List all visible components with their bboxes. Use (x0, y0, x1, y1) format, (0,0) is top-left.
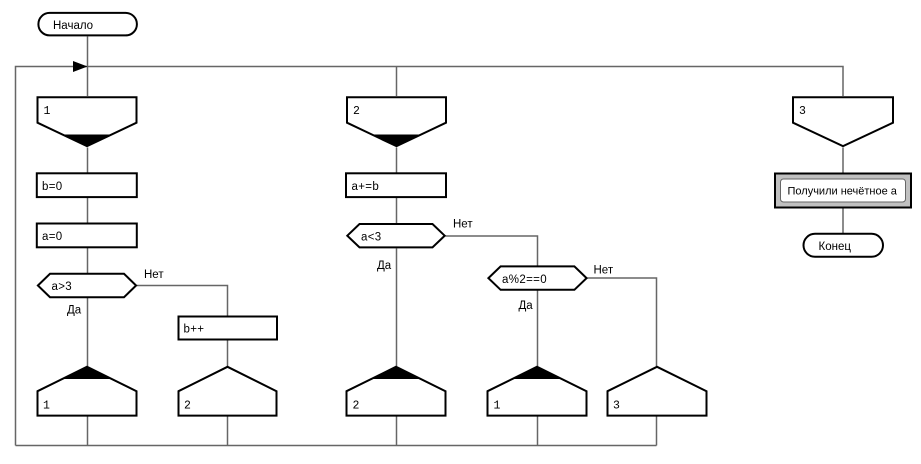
svg-text:3: 3 (799, 105, 806, 118)
svg-text:Нет: Нет (453, 219, 473, 231)
svg-text:2: 2 (184, 400, 191, 413)
svg-text:b++: b++ (184, 324, 205, 336)
svg-text:a=0: a=0 (42, 231, 63, 243)
svg-text:Да: Да (519, 300, 534, 312)
svg-text:Конец: Конец (819, 241, 852, 253)
svg-text:Да: Да (377, 260, 392, 272)
svg-text:2: 2 (353, 400, 360, 413)
svg-text:1: 1 (494, 400, 501, 413)
svg-text:1: 1 (43, 400, 50, 413)
svg-text:a+=b: a+=b (352, 181, 380, 193)
svg-text:a%2==0: a%2==0 (502, 274, 547, 286)
svg-text:Получили нечётное a: Получили нечётное a (788, 186, 898, 198)
svg-text:3: 3 (613, 400, 620, 413)
svg-text:Начало: Начало (53, 20, 93, 32)
svg-text:2: 2 (353, 105, 360, 118)
svg-text:1: 1 (44, 105, 51, 118)
svg-text:a>3: a>3 (52, 281, 73, 293)
svg-text:Да: Да (67, 305, 82, 317)
svg-text:b=0: b=0 (42, 181, 63, 193)
svg-text:a<3: a<3 (361, 232, 382, 244)
svg-text:Нет: Нет (144, 269, 164, 281)
svg-text:Нет: Нет (594, 265, 614, 277)
